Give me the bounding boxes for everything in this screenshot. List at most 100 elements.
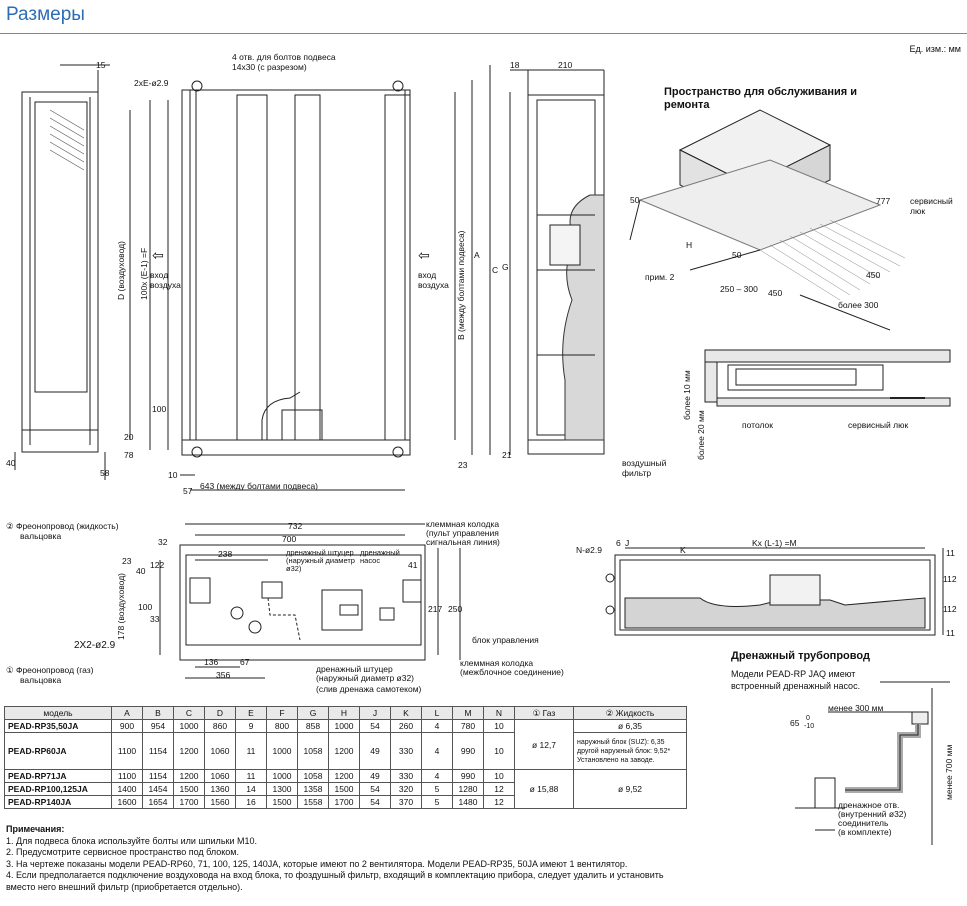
drain-fitting-2: дренажный штуцер [316, 664, 393, 674]
gas-cell-1: ø 12,7 [514, 719, 574, 770]
dim-10: 10 [168, 470, 178, 480]
dim-32: 32 [158, 537, 168, 547]
col-h: H [328, 706, 360, 720]
cell: 4 [421, 719, 453, 733]
cell: 1560 [204, 795, 236, 809]
liquid-pipe-flare: вальцовка [20, 531, 62, 541]
dim-f-label: 100x (E-1) =F [139, 247, 149, 300]
less-300-label: менее 300 мм [828, 703, 884, 713]
drain-detail [795, 681, 950, 845]
dim-50-a: 50 [630, 195, 640, 205]
cell: 1500 [173, 782, 205, 796]
ceiling-section [704, 349, 951, 407]
cell: 1200 [173, 769, 205, 783]
cell: 1000 [328, 719, 360, 733]
service-hatch-label: сервисный люк [910, 196, 953, 216]
cell: 10 [483, 719, 515, 733]
pump-label: дренажный [360, 548, 400, 557]
cell: 14 [235, 782, 267, 796]
cell: 1058 [297, 769, 329, 783]
service-hatch-label-2: сервисный люк [848, 420, 909, 430]
col-m: M [452, 706, 484, 720]
dim-112-b: 112 [943, 604, 957, 614]
dim-23: 23 [458, 460, 468, 470]
table-header-row: модель A B C D E F G H J K L M N ① Газ ②… [4, 706, 687, 720]
cell: 1154 [142, 769, 174, 783]
inlet-label-front: вход воздуха [150, 270, 181, 290]
dim-g: G [502, 262, 509, 272]
dim-plan-40: 40 [136, 566, 146, 576]
dim-21: 21 [502, 450, 512, 460]
cell: 16 [235, 795, 267, 809]
drain-fitting-label-3: ø32) [286, 564, 302, 573]
liquid-pipe-label: ② Фреонопровод (жидкость) [6, 521, 119, 531]
drain-desc-1: Модели PEAD-RP JAQ имеют [731, 669, 856, 679]
drain-fitting-label-2: (наружный диаметр [286, 556, 355, 565]
cell: 1500 [328, 782, 360, 796]
dim-0: 0 [806, 715, 810, 722]
cell: 1000 [266, 732, 298, 770]
air-filter-label: воздушный фильтр [622, 458, 667, 478]
arrow-left-icon-2: ⇦ [418, 247, 430, 263]
cell: 860 [204, 719, 236, 733]
cell: 1154 [142, 732, 174, 770]
more-20mm-label: более 20 мм [696, 410, 706, 460]
liquid-cell-1a: ø 6,35 [573, 719, 687, 733]
col-k: K [390, 706, 422, 720]
cell: 990 [452, 769, 484, 783]
drain-hole-label-3: соединитель [838, 818, 889, 828]
note-1: 1. Для подвеса блока используйте болты и… [6, 835, 257, 846]
dim-100: 100 [152, 404, 167, 414]
title-rule [0, 33, 967, 34]
cell: 5 [421, 795, 453, 809]
dim-122: 122 [150, 560, 165, 570]
control-box-label: блок управления [472, 635, 539, 645]
end-view-left [14, 64, 110, 480]
col-j: J [359, 706, 391, 720]
cell: 4 [421, 769, 453, 783]
col-f: F [266, 706, 298, 720]
dim-78: 78 [124, 450, 134, 460]
dim-c: C [492, 265, 499, 275]
cell: 1200 [173, 732, 205, 770]
service-space-title: Пространство для обслуживания и ремонта [664, 86, 858, 111]
cell: 1058 [297, 732, 329, 770]
notes-heading: Примечания: [6, 824, 65, 834]
cell: 1480 [452, 795, 484, 809]
col-e: E [235, 706, 267, 720]
dim-minus-10: -10 [804, 723, 815, 730]
cell: 990 [452, 732, 484, 770]
cell: 1280 [452, 782, 484, 796]
cell: 900 [111, 719, 143, 733]
dim-41: 41 [408, 560, 418, 570]
cell: 1600 [111, 795, 143, 809]
drain-desc-2: встроенный дренажный насос. [731, 681, 861, 691]
dim-58: 58 [100, 468, 110, 478]
service-space-isometric [629, 109, 906, 331]
cell: 1400 [111, 782, 143, 796]
side-view [509, 69, 605, 455]
dim-136: 136 [204, 657, 219, 667]
cell: 800 [266, 719, 298, 733]
x2-holes-label: 2X2-ø2.9 [74, 640, 116, 651]
liquid-note-1: наружный блок (SUZ): 6,35 [577, 738, 665, 746]
cell: 1558 [297, 795, 329, 809]
dim-450-a: 450 [866, 270, 881, 280]
plan-view [159, 523, 461, 679]
cell: 1100 [111, 732, 143, 770]
liquid-cell-2: ø 9,52 [573, 769, 687, 809]
note-2-label: прим. 2 [645, 272, 675, 282]
col-n: N [483, 706, 515, 720]
dim-m: Kx (L-1) =M [752, 538, 797, 548]
less-700-label: менее 700 мм [944, 744, 954, 800]
cell: 1360 [204, 782, 236, 796]
dim-250-300: 250 – 300 [720, 284, 758, 294]
cell: 10 [483, 769, 515, 783]
notes: Примечания: 1. Для подвеса блока использ… [6, 824, 726, 893]
drain-hole-label-2: (внутренний ø32) [838, 809, 907, 819]
terminal-block-1c: сигнальная линия) [426, 537, 500, 547]
units-label: Ед. изм.: мм [909, 44, 961, 54]
row-model: PEAD-RP35,50JA [4, 719, 112, 733]
